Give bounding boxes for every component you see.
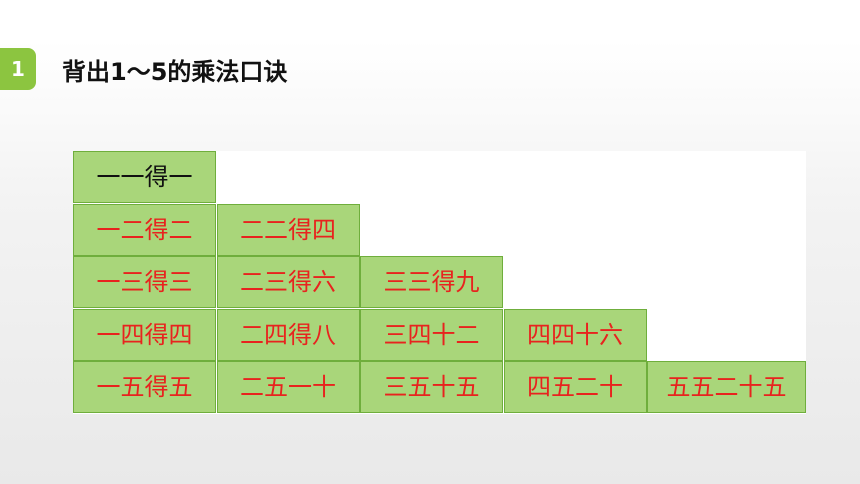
table-cell: 一一得一 xyxy=(73,151,216,203)
multiplication-table: 一一得一 一二得二 二二得四 一三得三 二三得六 三三得九 一四得四 二四得八 … xyxy=(73,151,806,414)
table-cell: 一二得二 xyxy=(73,203,216,256)
table-cell: 二二得四 xyxy=(216,203,360,256)
table-cell: 一五得五 xyxy=(73,361,216,413)
table-cell: 四四十六 xyxy=(503,308,647,361)
table-cell: 二三得六 xyxy=(216,256,360,308)
table-cell: 三五十五 xyxy=(360,361,503,413)
table-cell: 五五二十五 xyxy=(647,361,806,413)
section-number-badge: 1 xyxy=(0,48,36,90)
table-cell: 二四得八 xyxy=(216,308,360,361)
table-cell: 一四得四 xyxy=(73,308,216,361)
section-number: 1 xyxy=(11,57,25,81)
page-title: 背出1～5的乘法口诀 xyxy=(62,58,288,86)
table-cell: 三四十二 xyxy=(360,308,503,361)
table-cell: 四五二十 xyxy=(503,361,647,413)
table-cell: 三三得九 xyxy=(360,256,503,308)
table-cell: 一三得三 xyxy=(73,256,216,308)
table-cell: 二五一十 xyxy=(216,361,360,413)
